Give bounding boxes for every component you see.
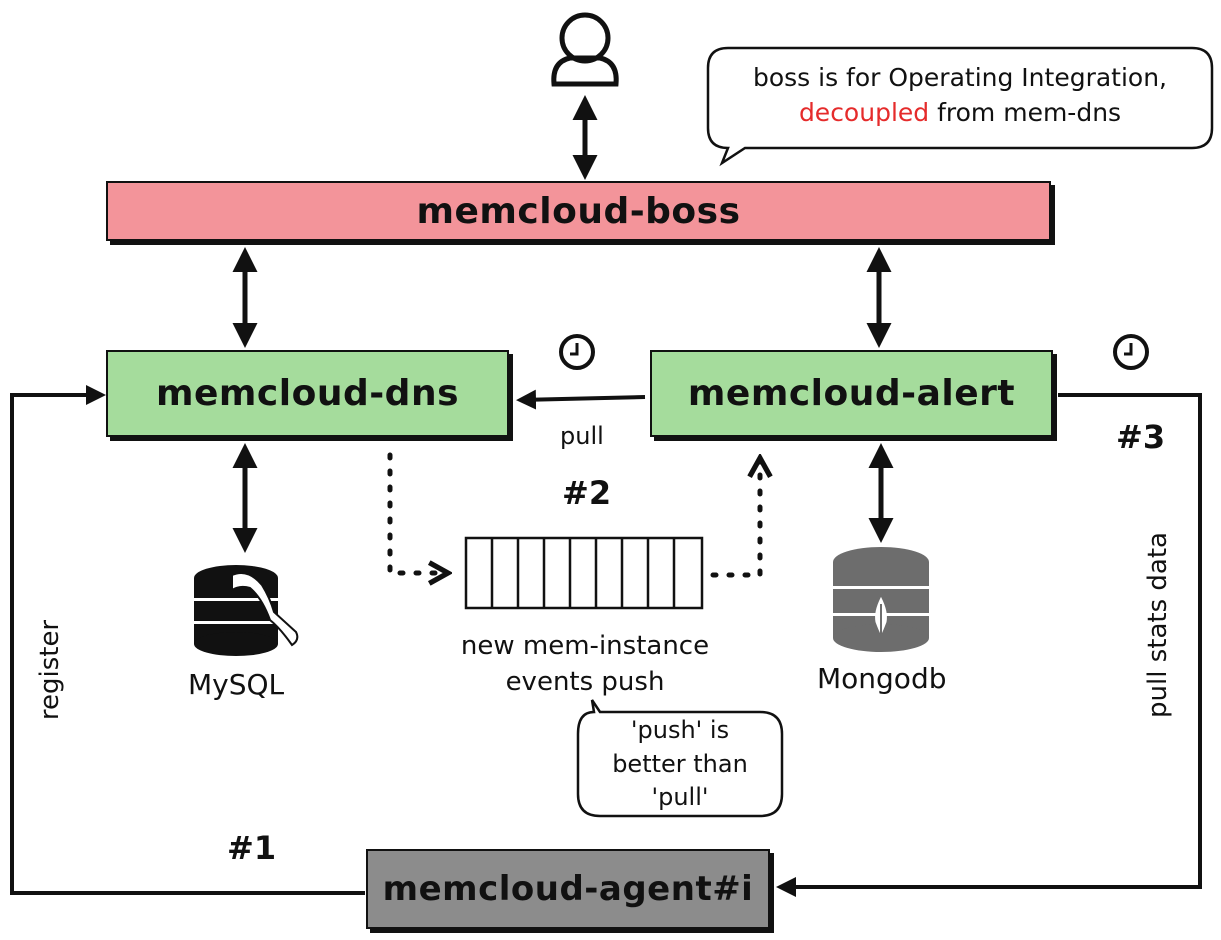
boss-note-bubble bbox=[706, 46, 1214, 167]
memcloud-agent-label: memcloud-agent#i bbox=[382, 869, 754, 909]
boss-note-highlight: decoupled bbox=[798, 98, 930, 127]
clock-icon bbox=[1113, 334, 1149, 370]
push-note-line1: 'push' is bbox=[630, 716, 730, 744]
pull-stats-arrow bbox=[776, 393, 1202, 897]
step-3-label: #3 bbox=[1116, 418, 1166, 456]
clock-icon bbox=[559, 334, 595, 370]
push-note-bubble bbox=[576, 699, 784, 818]
boss-note-rest: from mem-dns bbox=[929, 98, 1122, 127]
dns-queue-dotted-arrow bbox=[387, 452, 448, 573]
mongodb-icon bbox=[833, 547, 929, 652]
memcloud-dns-box: memcloud-dns bbox=[106, 350, 509, 437]
queue-label-line2: events push bbox=[505, 667, 665, 697]
memcloud-alert-label: memcloud-alert bbox=[687, 373, 1016, 414]
step-2-label: #2 bbox=[562, 474, 612, 512]
memcloud-boss-box: memcloud-boss bbox=[106, 181, 1051, 241]
queue-alert-dotted-arrow bbox=[710, 458, 760, 578]
boss-note-line1: boss is for Operating Integration, bbox=[752, 63, 1168, 92]
user-icon bbox=[551, 12, 619, 87]
push-note-line3: 'pull' bbox=[651, 783, 709, 812]
boss-note: boss is for Operating Integration, decou… bbox=[712, 60, 1208, 130]
pull-stats-label: pull stats data bbox=[1143, 532, 1173, 718]
boss-note-line2: decoupled from mem-dns bbox=[712, 95, 1208, 130]
push-note: 'push' is better than 'pull' bbox=[580, 714, 780, 815]
push-note-line2: better than bbox=[612, 749, 748, 778]
memcloud-dns-label: memcloud-dns bbox=[155, 373, 460, 414]
register-arrow bbox=[10, 385, 365, 895]
mysql-label: MySQL bbox=[188, 668, 285, 701]
step-1-label: #1 bbox=[227, 829, 277, 867]
queue-icon bbox=[464, 536, 704, 610]
queue-label-line1: new mem-instance bbox=[460, 631, 710, 661]
alert-dns-pull-arrow bbox=[516, 389, 646, 410]
queue-label: new mem-instance events push bbox=[440, 628, 730, 700]
memcloud-agent-box: memcloud-agent#i bbox=[366, 849, 770, 929]
pull-label: pull bbox=[560, 422, 604, 450]
register-label: register bbox=[35, 619, 65, 721]
memcloud-alert-box: memcloud-alert bbox=[650, 350, 1053, 437]
memcloud-boss-label: memcloud-boss bbox=[416, 190, 741, 232]
mysql-icon bbox=[194, 565, 299, 656]
mongodb-label: Mongodb bbox=[817, 662, 947, 695]
